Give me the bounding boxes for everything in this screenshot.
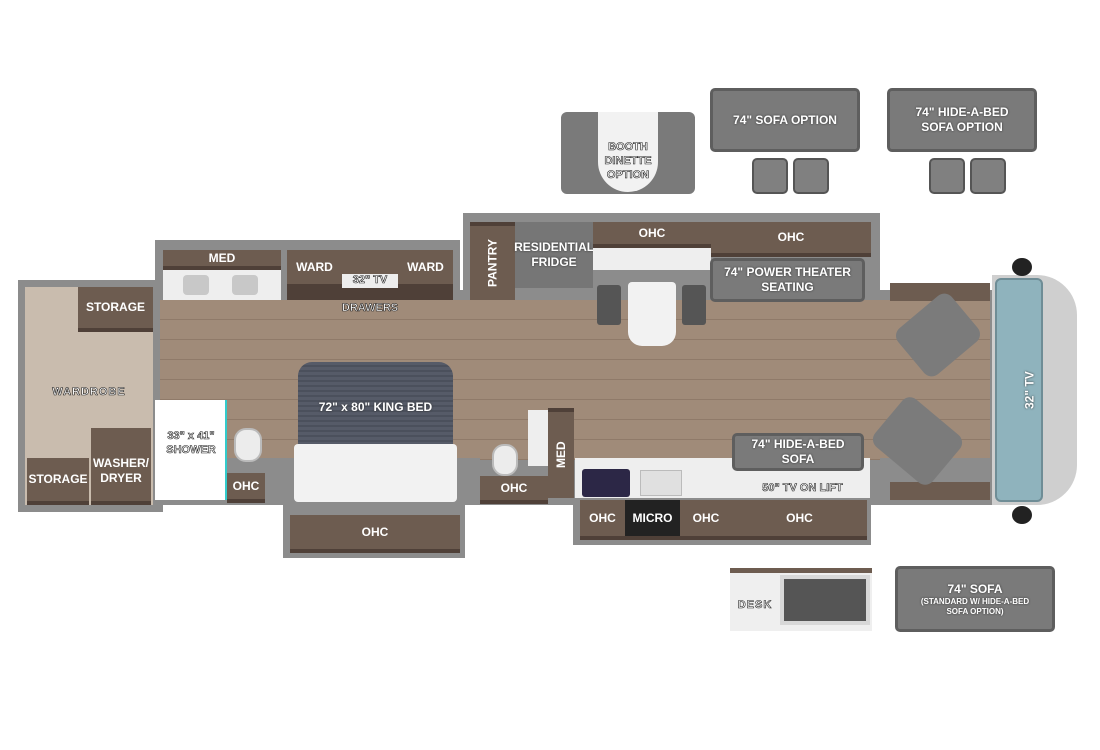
pantry: PANTRY <box>470 222 515 300</box>
ward-right: WARD <box>398 250 453 288</box>
ohc-2: OHC <box>711 222 871 257</box>
sofa-standard-title: 74" SOFA <box>947 581 1003 596</box>
hide-a-bed-option: 74" HIDE-A-BED SOFA OPTION <box>887 88 1037 152</box>
sink-icon <box>232 275 258 295</box>
cab-cabinet-top <box>890 283 990 301</box>
ottoman <box>752 158 788 194</box>
ottoman <box>929 158 965 194</box>
vanity-counter <box>163 270 281 300</box>
chair-icon <box>682 285 706 325</box>
bed-blanket <box>294 444 457 502</box>
desk-surface <box>780 575 870 625</box>
sofa-standard: 74" SOFA (STANDARD W/ HIDE-A-BED SOFA OP… <box>895 566 1055 632</box>
sofa-standard-note: (STANDARD W/ HIDE-A-BED SOFA OPTION) <box>920 596 1030 616</box>
half-bath-sink <box>528 410 548 466</box>
toilet-icon <box>492 444 518 476</box>
tv-on-lift: 50" TV ON LIFT <box>762 482 843 495</box>
ohc-bath: OHC <box>227 473 265 503</box>
cab-cabinet-bottom <box>890 482 990 500</box>
ottoman <box>970 158 1006 194</box>
ohc-half-bath: OHC <box>480 476 548 504</box>
ohc-5: OHC <box>732 500 867 540</box>
booth-table <box>598 112 658 192</box>
med-cabinet: MED <box>163 250 281 270</box>
mirror-icon <box>1012 258 1032 276</box>
sofa-option: 74" SOFA OPTION <box>710 88 860 152</box>
bed-label: 72" x 80" KING BED <box>318 400 433 414</box>
desk-label: DESK <box>737 599 773 612</box>
storage-bottom: STORAGE <box>27 458 89 505</box>
drawers-label: DRAWERS <box>341 302 399 315</box>
med-half-bath: MED <box>548 408 574 498</box>
residential-fridge: RESIDENTIAL FRIDGE <box>514 222 594 288</box>
hide-a-bed-sofa: 74" HIDE-A-BED SOFA <box>732 433 864 471</box>
storage-top: STORAGE <box>78 287 153 332</box>
counter <box>593 248 711 270</box>
ohc-bed: OHC <box>290 515 460 553</box>
sink-icon <box>183 275 209 295</box>
bedroom-tv: 32" TV <box>342 274 398 288</box>
cab-tv: 32" TV <box>1022 371 1037 409</box>
ottoman <box>793 158 829 194</box>
washer-dryer: WASHER/ DRYER <box>91 428 151 505</box>
shower-label: 33" x 41" SHOWER <box>166 430 216 456</box>
booth-label: BOOTH DINETTE OPTION <box>604 141 652 181</box>
ohc-1: OHC <box>593 222 711 248</box>
ohc-4: OHC <box>680 500 732 540</box>
dinette-table <box>628 282 676 346</box>
theater-seating: 74" POWER THEATER SEATING <box>710 258 865 302</box>
toilet-icon <box>234 428 262 462</box>
chair-icon <box>597 285 621 325</box>
wardrobe-label: WARDROBE <box>52 386 126 399</box>
mirror-icon <box>1012 506 1032 524</box>
ohc-3: OHC <box>580 500 625 540</box>
cooktop-icon <box>582 469 630 497</box>
shower <box>155 400 227 500</box>
drawers <box>287 288 453 300</box>
microwave: MICRO <box>625 500 680 540</box>
windshield <box>995 278 1043 502</box>
kitchen-sink-icon <box>640 470 682 496</box>
ward-left: WARD <box>287 250 342 288</box>
